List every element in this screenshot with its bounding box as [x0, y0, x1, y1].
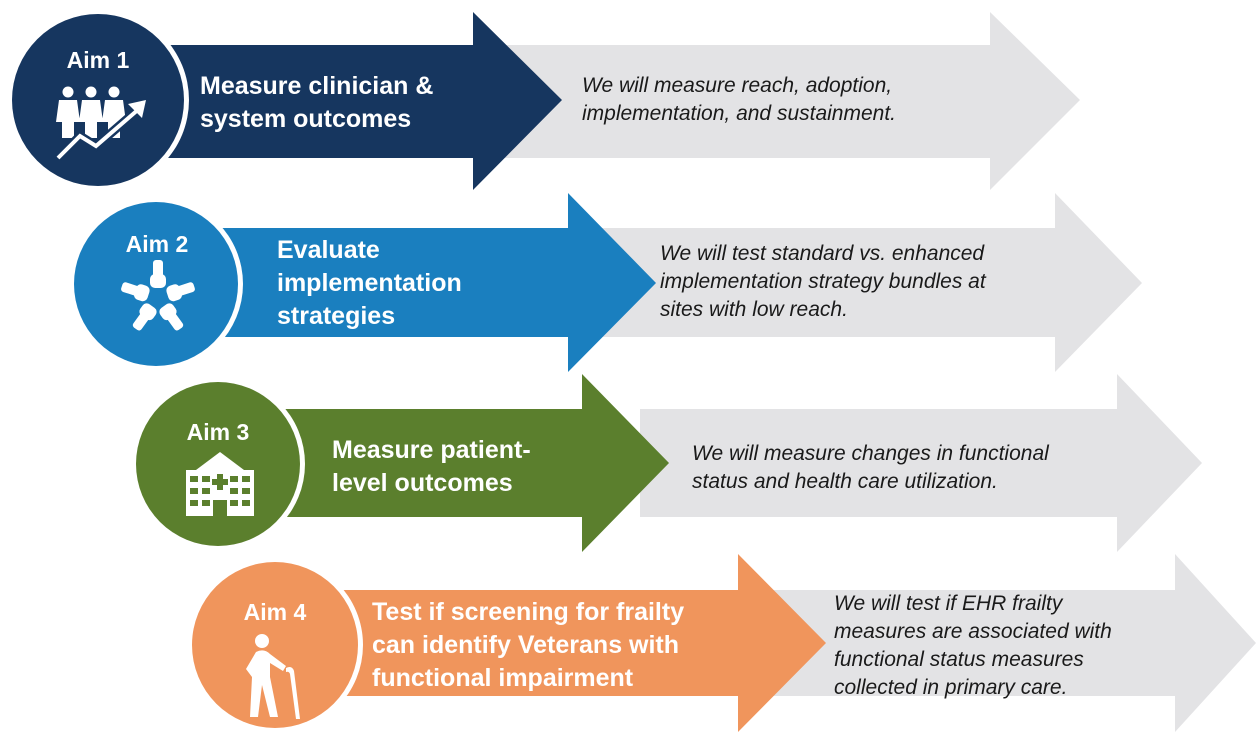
aim-3-graphic [131, 374, 1202, 552]
aim-2-color-arrow [170, 193, 656, 372]
aim-4-circle [192, 562, 358, 728]
aim-1-graphic [7, 9, 1080, 191]
elderly-cane-icon [246, 634, 300, 719]
hospital-icon [186, 452, 254, 516]
aim-3-color-arrow [220, 374, 669, 552]
aim-4-grey-arrow [740, 554, 1256, 732]
joined-hands-icon [121, 260, 195, 331]
aim-1-color-arrow [118, 12, 562, 190]
aim-4-graphic [187, 554, 1256, 733]
aim-3-grey-arrow [640, 374, 1202, 552]
aim-1-grey-arrow [500, 12, 1080, 190]
aim-4-color-arrow [290, 554, 826, 732]
people-growth-icon [54, 86, 146, 162]
aim-2-grey-arrow [590, 193, 1142, 372]
aim-2-graphic [69, 193, 1142, 372]
